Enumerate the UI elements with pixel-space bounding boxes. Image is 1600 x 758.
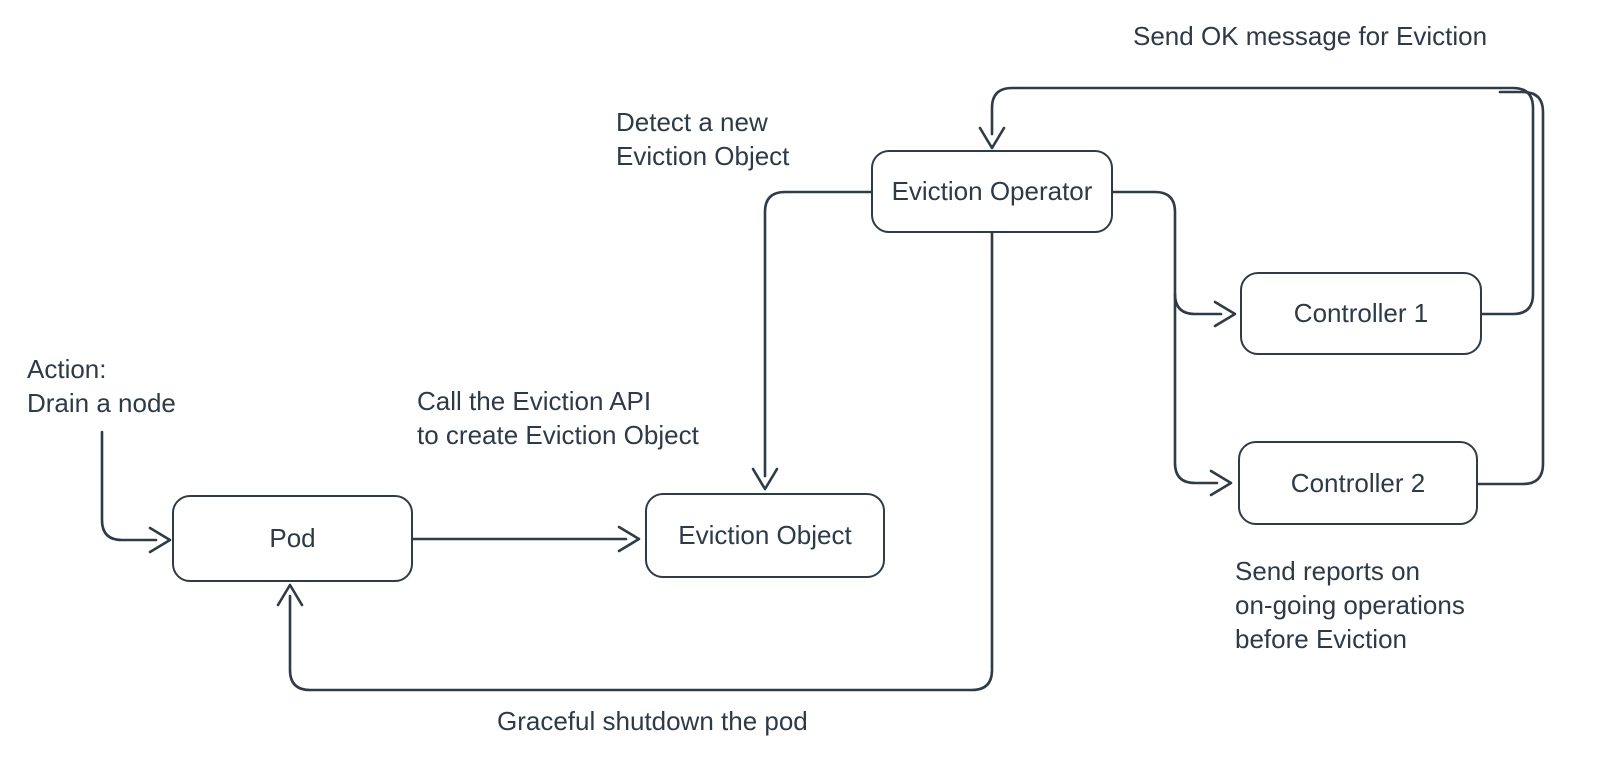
- edge-operator-to-controller-2: [1111, 190, 1219, 485]
- note-action-line-2: Drain a node: [27, 388, 176, 418]
- arrowhead-into-operator-top: [978, 126, 1006, 150]
- note-action: Action: Drain a node: [27, 352, 176, 420]
- note-call-api-line-1: Call the Eviction API: [417, 386, 652, 416]
- note-graceful-shutdown: Graceful shutdown the pod: [497, 704, 808, 738]
- arrowhead-into-controller-1-left: [1213, 300, 1237, 328]
- arrowhead-into-pod-left: [148, 526, 172, 554]
- note-send-reports-line-2: on-going operations: [1235, 590, 1465, 620]
- node-controller-2: Controller 2: [1238, 441, 1478, 525]
- node-controller-1-label: Controller 1: [1293, 298, 1429, 328]
- edge-operator-to-eviction-object: [763, 190, 873, 478]
- arrowhead-into-eviction-object-left: [617, 525, 641, 553]
- note-send-reports: Send reports on on-going operations befo…: [1235, 554, 1465, 656]
- arrowhead-into-pod-bottom: [276, 583, 304, 607]
- note-send-reports-line-3: before Eviction: [1235, 624, 1407, 654]
- note-action-line-1: Action:: [27, 354, 107, 384]
- edge-controller-2-send-ok: [1476, 90, 1545, 486]
- note-detect-line-2: Eviction Object: [616, 141, 790, 171]
- node-eviction-operator: Eviction Operator: [871, 150, 1113, 233]
- note-call-api-line-2: to create Eviction Object: [417, 420, 699, 450]
- edge-drain-note-to-pod: [100, 430, 158, 542]
- node-pod-label: Pod: [269, 523, 316, 553]
- node-eviction-object: Eviction Object: [645, 493, 885, 578]
- arrowhead-into-eviction-object-top: [751, 467, 779, 491]
- node-eviction-object-label: Eviction Object: [678, 520, 852, 550]
- note-detect: Detect a new Eviction Object: [616, 105, 789, 173]
- note-detect-line-1: Detect a new: [616, 107, 768, 137]
- node-pod: Pod: [172, 495, 413, 582]
- edge-operator-to-pod-graceful: [288, 231, 994, 692]
- node-controller-1: Controller 1: [1240, 272, 1482, 355]
- node-eviction-operator-label: Eviction Operator: [891, 176, 1093, 206]
- arrowhead-into-controller-2-left: [1209, 469, 1233, 497]
- node-controller-2-label: Controller 2: [1290, 467, 1426, 498]
- note-send-ok: Send OK message for Eviction: [1133, 19, 1487, 53]
- note-send-reports-line-1: Send reports on: [1235, 556, 1421, 586]
- edge-operator-to-controller-1-spur: [1173, 292, 1223, 316]
- note-send-ok-line-1: Send OK message for Eviction: [1133, 21, 1488, 51]
- note-graceful-shutdown-line-1: Graceful shutdown the pod: [497, 706, 808, 736]
- note-call-api: Call the Eviction API to create Eviction…: [417, 384, 699, 452]
